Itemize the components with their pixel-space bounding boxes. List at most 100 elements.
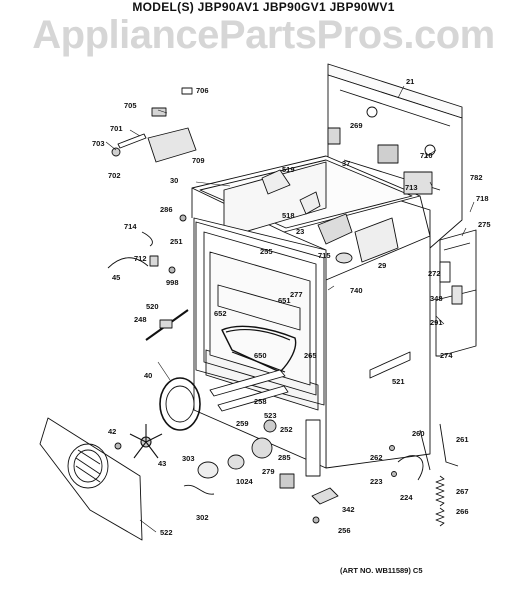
rail-259 [217,385,289,412]
part-label-275: 275 [478,220,491,229]
bake-element-650 [221,325,297,373]
knob-523 [263,419,277,433]
part-label-23: 23 [296,227,304,236]
part-label-714: 714 [124,222,137,231]
duct-23 [317,213,353,245]
side-panel-275 [435,229,477,357]
clip-706 [181,87,193,95]
fan-cover-522 [39,417,143,541]
hinge-link-224 [397,455,424,481]
part-label-248: 248 [134,315,147,324]
bracket-518 [299,191,321,215]
duct-29 [354,217,399,263]
screw-262 [389,445,395,451]
switch-710 [377,144,399,164]
part-label-30: 30 [170,176,178,185]
part-label-650: 650 [254,351,267,360]
part-label-998: 998 [166,278,179,287]
part-label-652: 652 [214,309,227,318]
wire-714 [141,231,153,247]
part-label-260: 260 [412,429,425,438]
part-label-291: 291 [430,318,443,327]
part-label-255: 255 [260,247,273,256]
part-label-302: 302 [196,513,209,522]
part-label-40: 40 [144,371,152,380]
latch-348 [451,285,463,305]
part-label-269: 269 [350,121,363,130]
spring-267 [435,475,445,507]
trim-521 [369,351,411,379]
part-label-274: 274 [440,351,453,360]
part-label-519: 519 [282,165,295,174]
screw-256 [312,516,320,524]
spring-266 [435,507,445,527]
part-label-265: 265 [304,351,317,360]
fan-blade-43 [129,424,163,459]
part-label-285: 285 [278,453,291,462]
part-label-715: 715 [318,251,331,260]
pin-703 [111,147,121,157]
plate-705 [151,107,167,117]
lamp-303 [197,461,219,479]
part-label-224: 224 [400,493,413,502]
part-label-262: 262 [370,453,383,462]
bracket-519 [261,169,291,195]
part-label-706: 706 [196,86,209,95]
foot-342 [311,487,339,505]
nut-42 [114,442,122,450]
socket-279 [251,437,273,459]
part-label-251: 251 [170,237,183,246]
part-label-709: 709 [192,156,205,165]
screw-998 [168,266,176,274]
ring-40 [159,377,201,431]
part-label-303: 303 [182,454,195,463]
part-label-740: 740 [350,286,363,295]
board-713 [403,171,433,195]
link-701 [117,133,147,149]
part-label-718: 718 [476,194,489,203]
hinge-arm-261 [439,423,459,467]
part-label-43: 43 [158,459,166,468]
part-label-701: 701 [110,124,123,133]
wire-45 [107,257,149,269]
part-label-29: 29 [378,261,386,270]
part-label-702: 702 [108,171,121,180]
watermark: AppliancePartsPros.com [32,13,495,57]
bracket-272 [439,261,451,283]
part-label-705: 705 [124,101,137,110]
clip-285 [279,473,295,489]
part-label-258: 258 [254,397,267,406]
part-label-703: 703 [92,139,105,148]
screw-286 [179,214,187,222]
part-label-342: 342 [342,505,355,514]
part-label-42: 42 [108,427,116,436]
part-label-45: 45 [112,273,120,282]
part-label-252: 252 [280,425,293,434]
part-label-518: 518 [282,211,295,220]
part-label-223: 223 [370,477,383,486]
part-label-651: 651 [278,296,291,305]
part-label-713: 713 [405,183,418,192]
clip-712 [149,255,159,267]
part-label-712: 712 [134,254,147,263]
part-label-272: 272 [428,269,441,278]
part-label-256: 256 [338,526,351,535]
rail-258 [209,369,286,397]
screw-223 [391,471,397,477]
cap-715 [335,252,353,264]
part-label-710: 710 [420,151,433,160]
relay-269 [327,127,341,145]
hinge-arm-260 [419,429,431,471]
art-number: (ART NO. WB11589) C5 [340,566,423,575]
part-label-522: 522 [160,528,173,537]
part-label-782: 782 [470,173,483,182]
part-label-521: 521 [392,377,405,386]
wire-302 [183,484,215,495]
model-header: MODEL(S) JBP90AV1 JBP90GV1 JBP90WV1 [132,0,395,14]
lens-1024 [227,454,245,470]
part-label-259: 259 [236,419,249,428]
part-label-267: 267 [456,487,469,496]
part-label-261: 261 [456,435,469,444]
